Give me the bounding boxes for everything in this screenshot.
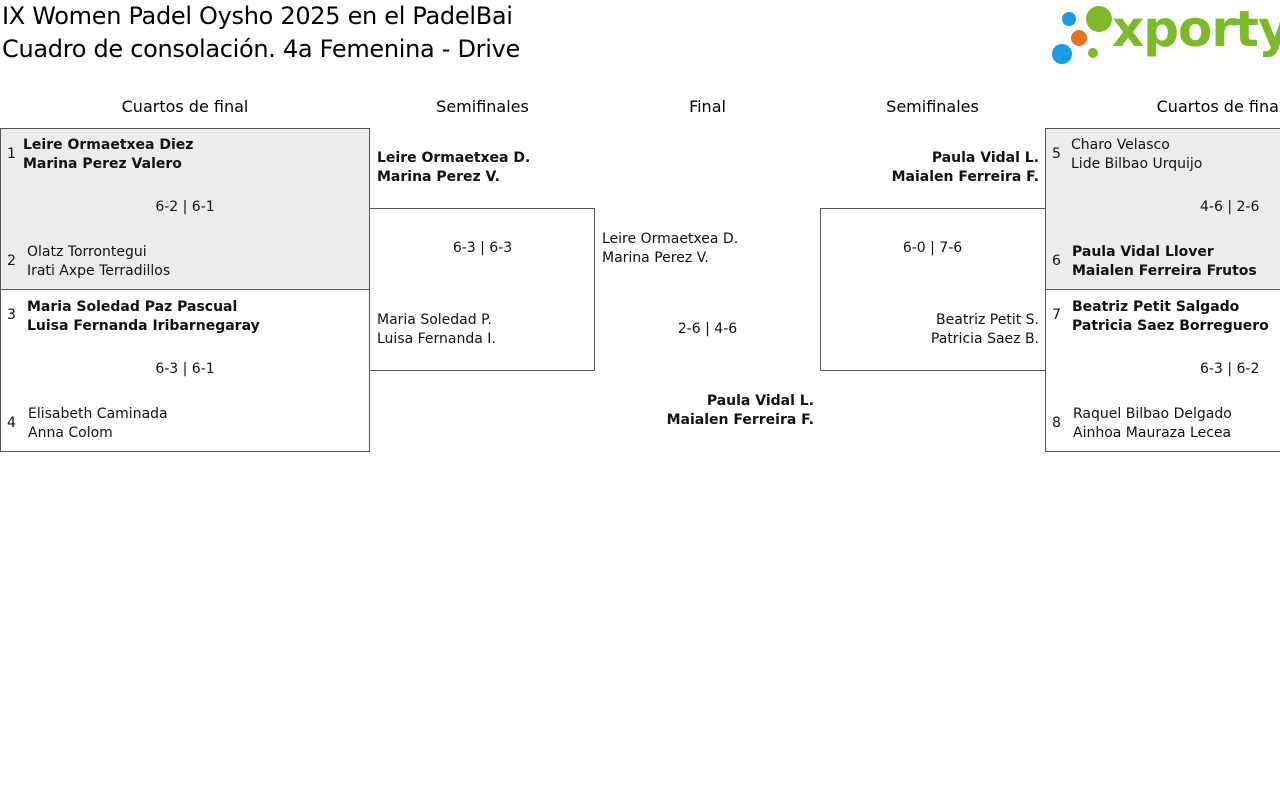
logo-dot-icon xyxy=(1088,48,1098,58)
match-score: 6-2 | 6-1 xyxy=(155,199,215,215)
match-score: 4-6 | 2-6 xyxy=(1200,199,1260,215)
team-name[interactable]: Leire Ormaetxea D. Marina Perez V. xyxy=(602,230,738,268)
player-name: Leire Ormaetxea D. xyxy=(377,150,531,166)
player-name: Patricia Saez B. xyxy=(930,331,1039,347)
player-name: Marina Perez V. xyxy=(602,250,709,266)
player-name: Lide Bilbao Urquijo xyxy=(1071,156,1203,172)
player-name: Luisa Fernanda Iribarnegaray xyxy=(27,318,260,334)
page-title: IX Women Padel Oysho 2025 en el PadelBai xyxy=(2,2,513,30)
player-name: Ainhoa Mauraza Lecea xyxy=(1073,425,1232,441)
team-name[interactable]: Leire Ormaetxea D. Marina Perez V. xyxy=(377,149,530,187)
round-header-right-semis: Semifinales xyxy=(886,97,979,116)
player-name: Beatriz Petit Salgado xyxy=(1072,299,1240,315)
logo-dot-icon xyxy=(1052,44,1072,64)
player-name: Charo Velasco xyxy=(1071,137,1170,153)
final-score: 2-6 | 4-6 xyxy=(677,321,738,337)
player-name: Irati Axpe Terradillos xyxy=(27,263,171,279)
player-name: Maialen Ferreira F. xyxy=(666,412,814,428)
team-name[interactable]: Olatz Torrontegui Irati Axpe Terradillos xyxy=(27,243,170,281)
logo-wordmark: xporty xyxy=(1112,0,1280,58)
player-name: Marina Perez Valero xyxy=(23,156,182,172)
seed-number: 2 xyxy=(7,253,16,269)
player-name: Elisabeth Caminada xyxy=(28,406,168,422)
round-header-right-quarters: Cuartos de final xyxy=(1156,97,1280,116)
seed-number: 7 xyxy=(1052,307,1061,323)
seed-number: 5 xyxy=(1052,146,1061,162)
team-name[interactable]: Maria Soledad Paz Pascual Luisa Fernanda… xyxy=(27,298,260,336)
logo-dot-icon xyxy=(1062,12,1076,26)
xporty-logo[interactable] xyxy=(1050,4,1278,68)
round-header-left-quarters: Cuartos de final xyxy=(121,97,249,116)
player-name: Maria Soledad P. xyxy=(377,312,492,328)
match-score: 6-3 | 6-2 xyxy=(1200,361,1260,377)
team-name[interactable]: Paula Vidal L. Maialen Ferreira F. xyxy=(820,149,1039,187)
player-name: Raquel Bilbao Delgado xyxy=(1073,406,1232,422)
left-quarter-match-1[interactable] xyxy=(0,128,370,290)
player-name: Paula Vidal Llover xyxy=(1072,244,1214,260)
right-quarter-match-2[interactable] xyxy=(1045,289,1280,452)
player-name: Maria Soledad Paz Pascual xyxy=(27,299,238,315)
player-name: Leire Ormaetxea Diez xyxy=(23,137,194,153)
player-name: Paula Vidal L. xyxy=(706,393,814,409)
team-name[interactable]: Leire Ormaetxea Diez Marina Perez Valero xyxy=(23,136,193,174)
player-name: Luisa Fernanda I. xyxy=(377,331,496,347)
team-name[interactable]: Paula Vidal Llover Maialen Ferreira Frut… xyxy=(1072,243,1257,281)
match-score: 6-3 | 6-1 xyxy=(155,361,215,377)
team-name[interactable]: Charo Velasco Lide Bilbao Urquijo xyxy=(1071,136,1202,174)
team-name[interactable]: Beatriz Petit S. Patricia Saez B. xyxy=(820,311,1039,349)
seed-number: 3 xyxy=(7,307,16,323)
seed-number: 1 xyxy=(7,146,16,162)
player-name: Paula Vidal L. xyxy=(931,150,1039,166)
round-header-left-semis: Semifinales xyxy=(436,97,529,116)
logo-dot-icon xyxy=(1086,6,1112,32)
player-name: Maialen Ferreira F. xyxy=(891,169,1039,185)
seed-number: 6 xyxy=(1052,253,1061,269)
team-name[interactable]: Elisabeth Caminada Anna Colom xyxy=(28,405,168,443)
match-score: 6-3 | 6-3 xyxy=(452,240,513,256)
player-name: Patricia Saez Borreguero xyxy=(1072,318,1269,334)
player-name: Leire Ormaetxea D. xyxy=(602,231,739,247)
round-header-final: Final xyxy=(689,97,726,116)
player-name: Beatriz Petit S. xyxy=(936,312,1039,328)
seed-number: 4 xyxy=(7,415,16,431)
team-name[interactable]: Maria Soledad P. Luisa Fernanda I. xyxy=(377,311,496,349)
champion-team-name[interactable]: Paula Vidal L. Maialen Ferreira F. xyxy=(595,392,814,430)
logo-dot-icon xyxy=(1071,30,1087,46)
team-name[interactable]: Raquel Bilbao Delgado Ainhoa Mauraza Lec… xyxy=(1073,405,1232,443)
player-name: Maialen Ferreira Frutos xyxy=(1072,263,1257,279)
player-name: Marina Perez V. xyxy=(377,169,500,185)
page-subtitle: Cuadro de consolación. 4a Femenina - Dri… xyxy=(2,35,520,63)
match-score: 6-0 | 7-6 xyxy=(902,240,963,256)
team-name[interactable]: Beatriz Petit Salgado Patricia Saez Borr… xyxy=(1072,298,1269,336)
player-name: Olatz Torrontegui xyxy=(27,244,147,260)
left-semi-match[interactable] xyxy=(369,208,595,371)
seed-number: 8 xyxy=(1052,415,1061,431)
player-name: Anna Colom xyxy=(28,425,113,441)
